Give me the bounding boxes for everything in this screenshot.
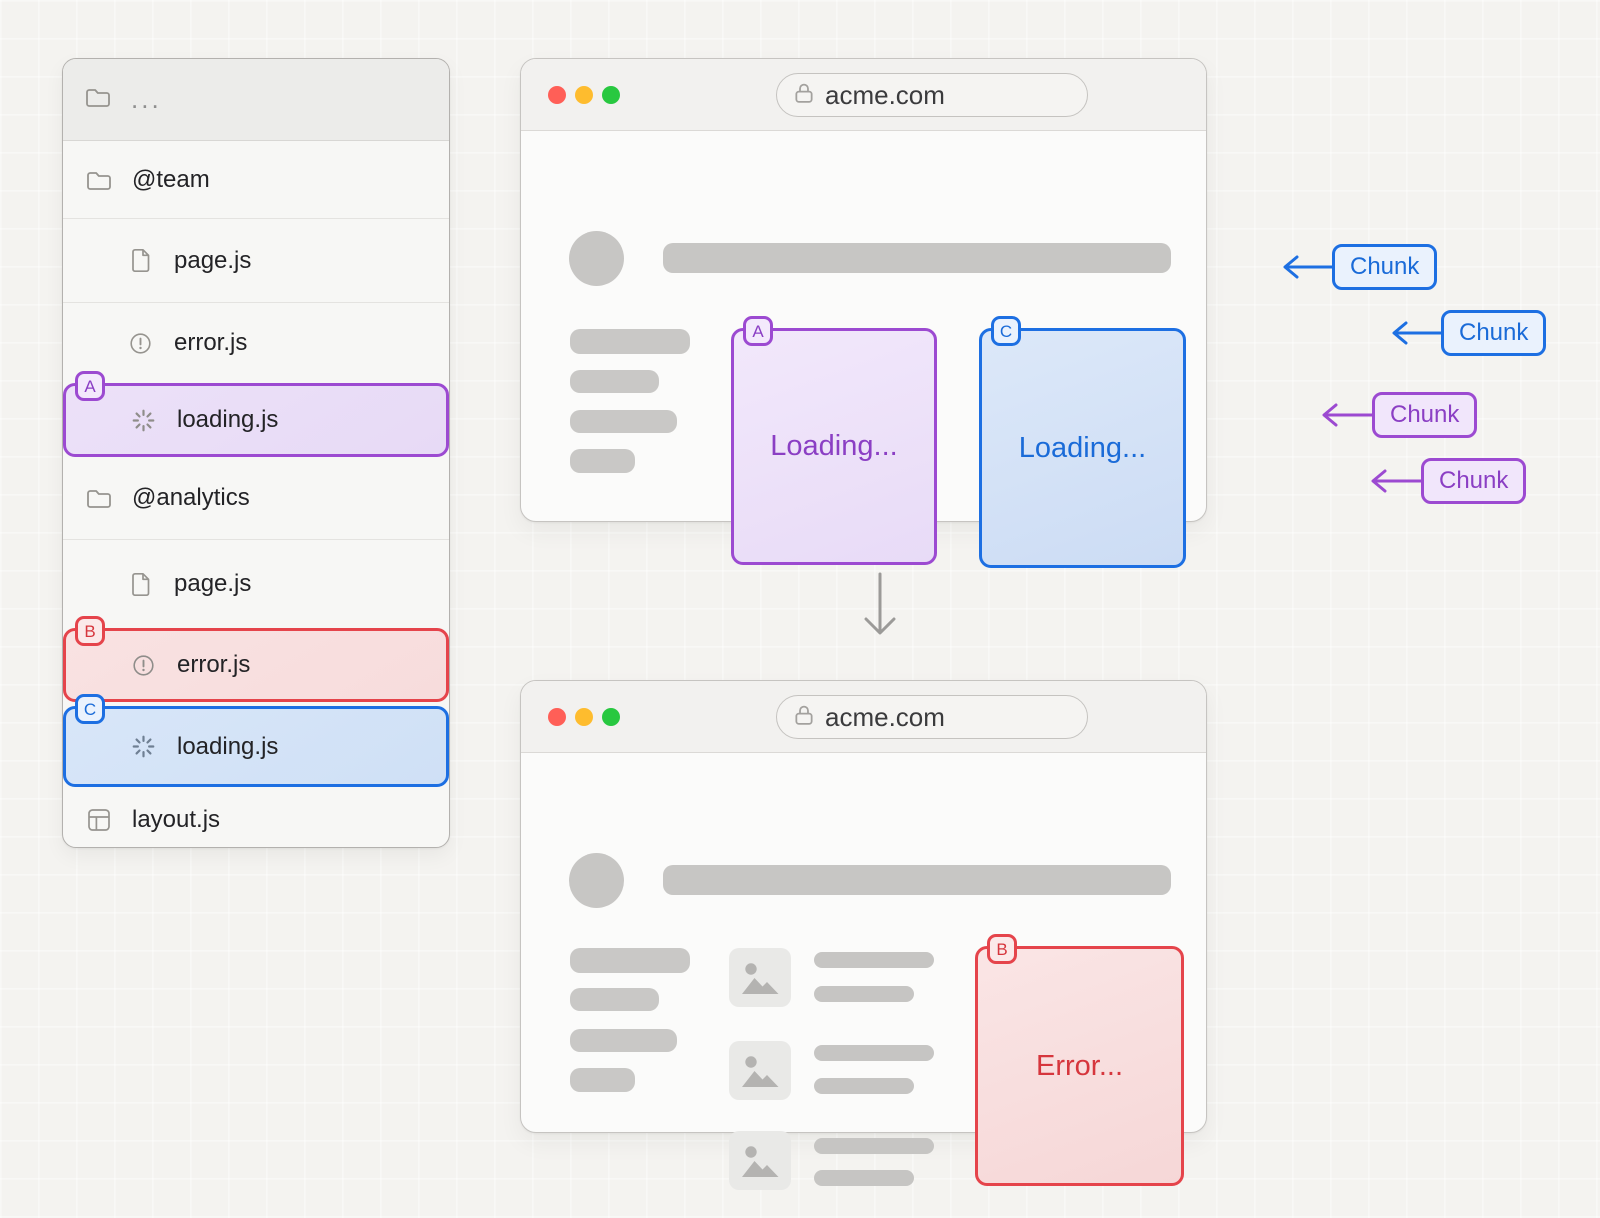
tree-row-analytics-page[interactable]: page.js [63, 540, 449, 628]
url-text: acme.com [825, 701, 945, 732]
chunk-callout: Chunk [1367, 458, 1527, 504]
heading-skeleton [663, 865, 1171, 895]
team-slot-loading-box: A Loading... [731, 316, 937, 565]
folder-icon [85, 169, 112, 191]
tree-row-label: loading.js [177, 406, 279, 433]
sidebar-skeleton-bar [570, 948, 690, 973]
url-field[interactable]: acme.com [776, 73, 1088, 117]
image-placeholder-icon [729, 1041, 791, 1100]
loading-text: Loading... [770, 430, 898, 462]
url-text: acme.com [825, 79, 945, 110]
alert-icon [130, 654, 157, 677]
tree-row-label: page.js [174, 570, 252, 597]
tree-row-team-error[interactable]: error.js [63, 303, 449, 383]
arrow-left-icon [1283, 255, 1332, 279]
transition-arrow-icon [864, 572, 896, 635]
list-text-skeleton [814, 986, 914, 1002]
close-window-button[interactable] [548, 708, 566, 726]
folder-icon [85, 487, 112, 509]
tree-row-label: page.js [174, 246, 252, 274]
minimize-window-button[interactable] [575, 708, 593, 726]
chunk-label: Chunk [1332, 244, 1438, 290]
list-text-skeleton [814, 1138, 934, 1154]
chunk-label: Chunk [1372, 392, 1478, 438]
tree-row-team-loading[interactable]: A loading.js [63, 371, 449, 457]
slot-badge-a: A [75, 371, 105, 401]
sidebar-skeleton-bar [570, 329, 690, 354]
sidebar-skeleton-bar [570, 449, 635, 473]
lock-icon [794, 702, 814, 733]
browser-window-error: acme.com [520, 680, 1207, 1190]
loading-text: Loading... [1018, 431, 1147, 464]
arrow-left-icon [1322, 403, 1372, 427]
sidebar-skeleton-bar [570, 1068, 635, 1092]
tree-row-label: error.js [174, 329, 248, 356]
avatar [569, 231, 624, 286]
lock-icon [794, 80, 814, 111]
list-text-skeleton [814, 1045, 934, 1061]
chunk-callout: Chunk [1279, 244, 1438, 290]
tree-row-analytics[interactable]: @analytics [63, 457, 449, 540]
slot-badge-a: A [743, 316, 773, 346]
image-placeholder-icon [729, 1131, 791, 1190]
heading-skeleton [663, 243, 1171, 273]
tree-row-label: error.js [177, 651, 251, 678]
sidebar-skeleton-bar [570, 410, 677, 433]
slot-badge-b: B [75, 616, 105, 646]
tree-row-analytics-error[interactable]: B error.js [63, 616, 449, 702]
spinner-icon [130, 408, 157, 433]
sidebar-skeleton-bar [570, 370, 659, 393]
list-text-skeleton [814, 952, 934, 968]
tree-row-layout[interactable]: layout.js [63, 787, 449, 853]
zoom-window-button[interactable] [602, 708, 620, 726]
chunk-callout: Chunk [1388, 310, 1547, 356]
slot-badge-b: B [987, 934, 1017, 964]
sidebar-skeleton-bar [570, 1029, 677, 1052]
chunk-callout: Chunk [1318, 391, 1478, 439]
minimize-window-button[interactable] [575, 86, 593, 104]
file-icon [127, 248, 154, 273]
url-field[interactable]: acme.com [776, 695, 1088, 739]
arrow-left-icon [1371, 469, 1421, 493]
browser-titlebar: acme.com [521, 681, 1206, 753]
tree-row-label: layout.js [132, 806, 221, 833]
list-text-skeleton [814, 1078, 914, 1094]
spinner-icon [130, 734, 157, 759]
error-text: Error... [1035, 1049, 1123, 1082]
alert-icon [127, 332, 154, 355]
slot-badge-c: C [991, 316, 1021, 346]
tree-row-label: loading.js [177, 732, 279, 760]
browser-titlebar: acme.com [521, 59, 1206, 131]
close-window-button[interactable] [548, 86, 566, 104]
analytics-slot-loading-box: C Loading... [979, 316, 1186, 568]
image-placeholder-icon [729, 948, 791, 1007]
browser-window-loading: acme.com A Loading... C Loading... [520, 58, 1207, 568]
tree-row-team-page[interactable]: page.js [63, 219, 449, 303]
tree-row-analytics-loading[interactable]: C loading.js [63, 694, 449, 787]
list-text-skeleton [814, 1170, 914, 1186]
tree-row-label: @analytics [132, 484, 250, 511]
sidebar-skeleton-bar [570, 988, 659, 1011]
layout-icon [85, 808, 112, 832]
tree-row-label: @team [132, 165, 210, 193]
slot-badge-c: C [75, 694, 105, 724]
analytics-slot-error-box: B Error... [975, 934, 1184, 1186]
zoom-window-button[interactable] [602, 86, 620, 104]
avatar [569, 853, 624, 908]
folder-icon [85, 84, 111, 115]
chunk-label: Chunk [1441, 310, 1547, 356]
tree-root-label: ... [131, 84, 162, 114]
file-tree-panel: ... @team page.js [62, 58, 450, 848]
chunk-label: Chunk [1421, 458, 1527, 504]
tree-root-row: ... [63, 59, 449, 141]
file-icon [127, 572, 154, 597]
arrow-left-icon [1392, 321, 1441, 345]
tree-row-team[interactable]: @team [63, 141, 449, 219]
